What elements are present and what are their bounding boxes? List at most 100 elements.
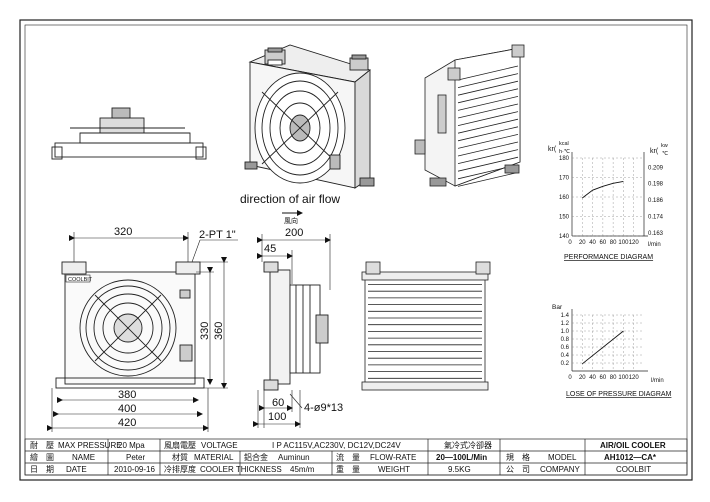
title-block: 耐 壓 MAX PRESSURE 20 Mpa 風扇電壓 VOLTAGE I P… xyxy=(24,438,688,476)
x-tick-label: 40 xyxy=(589,240,596,246)
y2-tick-label: 0.186 xyxy=(648,198,664,204)
dim-60: 60 xyxy=(272,397,284,409)
tb-flow-label-cn: 流 量 xyxy=(336,452,360,462)
tb-weight-label-cn: 重 量 xyxy=(336,464,360,474)
iso-fin-line xyxy=(457,88,519,104)
dim-45: 45 xyxy=(264,243,276,255)
y-tick-label: 160 xyxy=(559,195,570,201)
tb-material-value: Auminun xyxy=(278,453,310,462)
dim-380: 380 xyxy=(118,389,136,401)
tb-pressure-label-cn: 耐 壓 xyxy=(30,440,54,450)
tb-company-label-en: COMPANY xyxy=(540,465,581,474)
y-tick-label: 140 xyxy=(559,234,570,240)
front-view xyxy=(55,261,205,389)
x-tick-label: 80 xyxy=(610,240,617,246)
iso-fin-line xyxy=(457,65,519,81)
x-tick-label: 120 xyxy=(629,240,640,246)
x-tick-label: 100 xyxy=(618,240,629,246)
x-tick-label: 40 xyxy=(589,375,596,381)
tb-date-label-cn: 日 期 xyxy=(30,465,54,474)
iso-fan-view xyxy=(244,44,375,189)
iso-fin-line xyxy=(457,156,519,172)
iso-fin-view xyxy=(414,44,525,187)
tb-material-label-en: MATERIAL xyxy=(194,453,234,462)
tb-weight-value: 9.5KG xyxy=(448,465,471,474)
pres-x-unit: l/min xyxy=(651,378,664,384)
performance-curve xyxy=(582,180,624,199)
y2-tick-label: 0.209 xyxy=(648,165,664,171)
perf-kr-right-unit-bottom: ℃ xyxy=(662,151,669,157)
iso-fin-line xyxy=(457,141,519,157)
tb-product-en: AIR/OIL COOLER xyxy=(600,441,666,450)
dim-100: 100 xyxy=(268,411,286,423)
outer-border xyxy=(19,19,693,481)
iso-fin-line xyxy=(457,96,519,111)
iso-fin-line xyxy=(457,172,519,187)
perf-kr-left: kr( xyxy=(548,146,557,153)
y-tick-label: 1.4 xyxy=(561,313,570,319)
x-tick-label: 0 xyxy=(568,375,572,381)
x-tick-label: 60 xyxy=(600,375,607,381)
iso-fin-line xyxy=(457,103,519,119)
iso-fin-line xyxy=(457,111,519,126)
dim-holes: 4-ø9*13 xyxy=(304,402,343,414)
y-tick-label: 180 xyxy=(559,156,570,162)
dim-330: 330 xyxy=(199,322,211,340)
dim-200: 200 xyxy=(285,227,303,239)
y-tick-label: 0.8 xyxy=(561,337,570,343)
pres-y-title: Bar xyxy=(552,304,563,311)
airflow-cn-label: 風向 xyxy=(284,216,298,225)
tb-fan-label-en: VOLTAGE xyxy=(201,441,238,450)
side-view xyxy=(263,261,329,391)
tb-product-cn: 氣冷式冷卻器 xyxy=(444,440,492,450)
y2-tick-label: 0.163 xyxy=(648,231,664,237)
tb-company-label-cn: 公 司 xyxy=(506,465,530,474)
tb-date-value: 2010-09-16 xyxy=(114,465,155,474)
dim-420: 420 xyxy=(118,417,136,429)
y-tick-label: 150 xyxy=(559,215,570,221)
pressure-curve xyxy=(582,330,624,365)
y-tick-label: 0.6 xyxy=(561,345,570,351)
pres-title: LOSE OF PRESSURE DIAGRAM xyxy=(566,391,672,398)
tb-thickness-value: 45m/m xyxy=(290,465,315,474)
x-tick-label: 120 xyxy=(629,375,640,381)
tb-date-label-en: DATE xyxy=(66,465,87,474)
tb-weight-label-en: WEIGHT xyxy=(378,465,410,474)
side-dims xyxy=(253,234,331,428)
tb-thickness-label-cn: 冷排厚度 xyxy=(164,464,196,474)
perf-kr-left-unit-bottom: h·℃ xyxy=(559,149,571,155)
iso-fin-line xyxy=(457,80,519,96)
tb-name-label-cn: 繪 圖 xyxy=(30,452,54,462)
tb-material-label-cn: 材質 xyxy=(172,452,188,462)
x-tick-label: 80 xyxy=(610,375,617,381)
dim-360: 360 xyxy=(213,322,225,340)
iso-fin-line xyxy=(457,134,519,149)
y2-tick-label: 0.198 xyxy=(648,182,664,188)
perf-title: PERFORMANCE DIAGRAM xyxy=(564,254,653,261)
perf-kr-right: kr( xyxy=(650,148,659,155)
y-tick-label: 1.2 xyxy=(561,321,570,327)
tb-flow-label-en: FLOW-RATE xyxy=(370,453,416,462)
tb-name-value: Peter xyxy=(126,453,145,462)
brand-label-box xyxy=(65,274,91,283)
brand-label: COOLBIT xyxy=(68,277,93,283)
tb-name-label-en: NAME xyxy=(72,453,95,462)
airflow-label: direction of air flow xyxy=(240,192,340,206)
y-tick-label: 0.4 xyxy=(561,353,570,359)
dim-320: 320 xyxy=(114,226,132,238)
x-tick-label: 20 xyxy=(579,375,586,381)
tb-voltage-value: I P AC115V,AC230V, DC12V,DC24V xyxy=(272,441,401,450)
front-dims xyxy=(47,232,238,432)
tb-pressure-value: 20 Mpa xyxy=(118,441,145,450)
tb-model-value: AH1012—CA* xyxy=(604,453,657,462)
perf-x-unit: l/min xyxy=(648,242,661,248)
iso-fin-line xyxy=(457,118,519,134)
tb-company-value: COOLBIT xyxy=(616,465,651,474)
x-tick-label: 0 xyxy=(568,240,572,246)
perf-kr-left-unit-top: kcal xyxy=(559,141,569,147)
y-tick-label: 170 xyxy=(559,176,570,182)
tb-model-label-en: MODEL xyxy=(548,453,577,462)
